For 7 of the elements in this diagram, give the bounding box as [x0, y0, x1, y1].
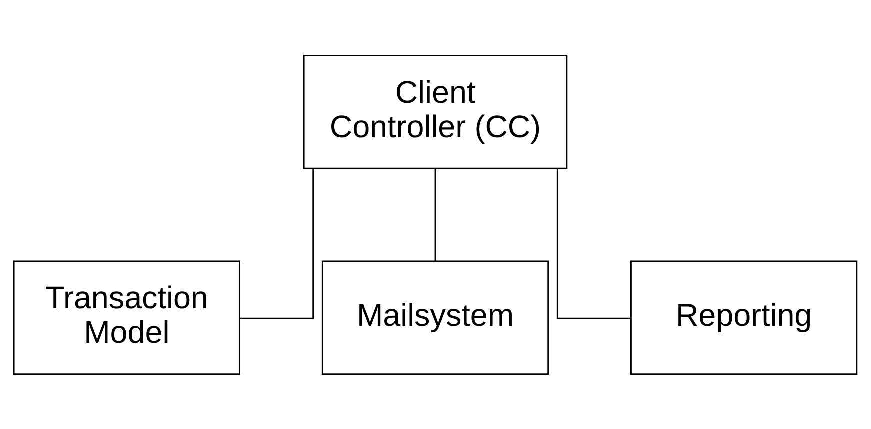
connector [434, 168, 436, 261]
connector [240, 168, 314, 319]
node-box: Reporting [630, 260, 858, 374]
node-box: Mailsystem [322, 260, 550, 374]
connector [556, 168, 631, 319]
node-box: Transaction Model [13, 260, 240, 374]
node-box: Client Controller (CC) [303, 54, 568, 169]
